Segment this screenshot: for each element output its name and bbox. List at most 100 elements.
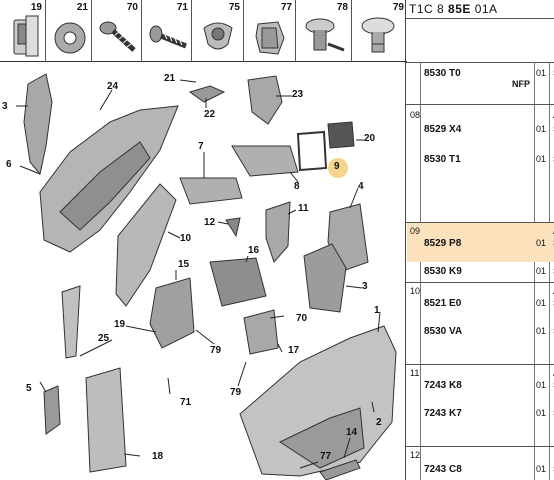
fastener-cell[interactable]: 75 — [192, 0, 244, 62]
part-3-panel — [303, 243, 347, 313]
callout-label[interactable]: 20 — [364, 133, 376, 144]
quantity: 01 — [536, 124, 547, 134]
reference-prefix: T1C 8 — [409, 2, 449, 16]
group-number: 09 — [410, 226, 421, 236]
group-number: 12 — [410, 450, 421, 460]
quantity: 01 — [536, 464, 547, 474]
part-23-bracket — [247, 75, 283, 125]
part-number[interactable]: 8529 X4 — [424, 124, 462, 135]
fastener-cell[interactable]: 71 — [142, 0, 192, 62]
highlighted-callout-marker — [328, 158, 348, 178]
part-number[interactable]: 8521 E0 — [424, 298, 462, 309]
group-number: 08 — [410, 110, 421, 120]
callout-label[interactable]: 22 — [204, 109, 216, 120]
callout-label[interactable]: 12 — [204, 217, 216, 228]
part-9-frame — [296, 130, 328, 172]
exploded-parts-diagram: 3 24 21 22 23 6 20 7 8 9 4 12 11 10 16 1… — [0, 62, 407, 480]
callout-label[interactable]: 79 — [210, 345, 222, 356]
fastener-cell[interactable]: 77 — [244, 0, 296, 62]
fastener-number: 70 — [126, 2, 138, 13]
push-fastener-icon — [13, 15, 39, 57]
fastener-number: 79 — [392, 2, 404, 13]
callout-label[interactable]: 21 — [164, 73, 176, 84]
part-16-bracket — [209, 257, 267, 307]
callout-label[interactable]: 24 — [107, 81, 119, 92]
callout-label[interactable]: 8 — [294, 181, 300, 192]
divider — [406, 282, 554, 283]
callout-label[interactable]: 10 — [180, 233, 192, 244]
selected-row-highlight — [407, 222, 554, 262]
divider — [406, 222, 554, 223]
screw-icon — [149, 25, 187, 49]
callout-label[interactable]: 77 — [320, 451, 332, 462]
fastener-number: 21 — [76, 2, 88, 13]
fastener-cell[interactable]: 21 — [46, 0, 92, 62]
nfp-flag: NFP — [512, 79, 530, 89]
callout-label[interactable]: 17 — [288, 345, 300, 356]
reference-code: T1C 8 85E 01A — [409, 2, 498, 16]
callout-label[interactable]: 79 — [230, 387, 242, 398]
part-15-bracket — [149, 277, 195, 349]
part-7-duct — [179, 177, 243, 205]
screw-icon — [99, 21, 136, 52]
part-5-bracket — [43, 385, 61, 435]
callout-label[interactable]: 25 — [98, 333, 110, 344]
fastener-number: 71 — [176, 2, 188, 13]
part-3-trim — [23, 73, 53, 176]
callout-label[interactable]: 1 — [374, 305, 380, 316]
part-number[interactable]: 7243 K7 — [424, 408, 462, 419]
fastener-cell[interactable]: 19 — [0, 0, 46, 62]
reference-bold: 85E — [448, 2, 471, 16]
part-number[interactable]: 8530 K9 — [424, 266, 462, 277]
group-number: 11 — [410, 368, 420, 378]
callout-label[interactable]: 5 — [26, 383, 32, 394]
parts-table: T1C 8 85E 01A 8530 T0 NFP 01 S 08 8529 X… — [405, 0, 554, 480]
washer-icon — [54, 22, 86, 54]
divider — [420, 62, 421, 480]
fastener-number: 75 — [228, 2, 240, 13]
part-17-flap — [243, 309, 279, 355]
quantity: 01 — [536, 154, 547, 164]
callout-label[interactable]: 19 — [114, 319, 126, 330]
fastener-cell[interactable]: 79 — [352, 0, 407, 62]
fastener-cell[interactable]: 70 — [92, 0, 142, 62]
callout-label[interactable]: 2 — [376, 417, 382, 428]
callout-label[interactable]: 3 — [2, 101, 8, 112]
rivet-icon — [305, 18, 345, 52]
part-number[interactable]: 8530 VA — [424, 326, 463, 337]
callout-label[interactable]: 6 — [6, 159, 12, 170]
quantity: 01 — [536, 68, 547, 78]
fastener-cell[interactable]: 78 — [296, 0, 352, 62]
part-25-pillar — [61, 285, 81, 359]
callout-label[interactable]: 15 — [178, 259, 190, 270]
part-8-duct — [231, 145, 299, 177]
part-number[interactable]: 8530 T1 — [424, 154, 461, 165]
callout-label[interactable]: 4 — [358, 181, 364, 192]
callout-label[interactable]: 3 — [362, 281, 368, 292]
quantity: 01 — [536, 408, 547, 418]
quantity: 01 — [536, 380, 547, 390]
fastener-number: 77 — [280, 2, 292, 13]
callout-label[interactable]: 71 — [180, 397, 192, 408]
part-number[interactable]: 8529 P8 — [424, 238, 462, 249]
callout-label[interactable]: 16 — [248, 245, 260, 256]
callout-label[interactable]: 14 — [346, 427, 358, 438]
callout-label[interactable]: 11 — [298, 203, 309, 214]
part-number[interactable]: 7243 C8 — [424, 464, 462, 475]
callout-label[interactable]: 23 — [292, 89, 304, 100]
quantity: 01 — [536, 266, 547, 276]
callout-label[interactable]: 18 — [152, 451, 164, 462]
clip-icon — [255, 21, 285, 55]
part-11-panel — [265, 201, 291, 263]
part-number[interactable]: 8530 T0 — [424, 68, 461, 79]
divider — [534, 62, 535, 480]
divider — [406, 446, 554, 447]
fastener-strip: 19 21 70 71 75 — [0, 0, 407, 62]
callout-label[interactable]: 7 — [198, 141, 204, 152]
quantity: 01 — [536, 238, 547, 248]
part-number[interactable]: 7243 K8 — [424, 380, 462, 391]
part-20-grille — [327, 121, 355, 149]
parts-illustration — [16, 73, 397, 480]
callout-label[interactable]: 9 — [334, 161, 340, 172]
callout-label[interactable]: 70 — [296, 313, 308, 324]
